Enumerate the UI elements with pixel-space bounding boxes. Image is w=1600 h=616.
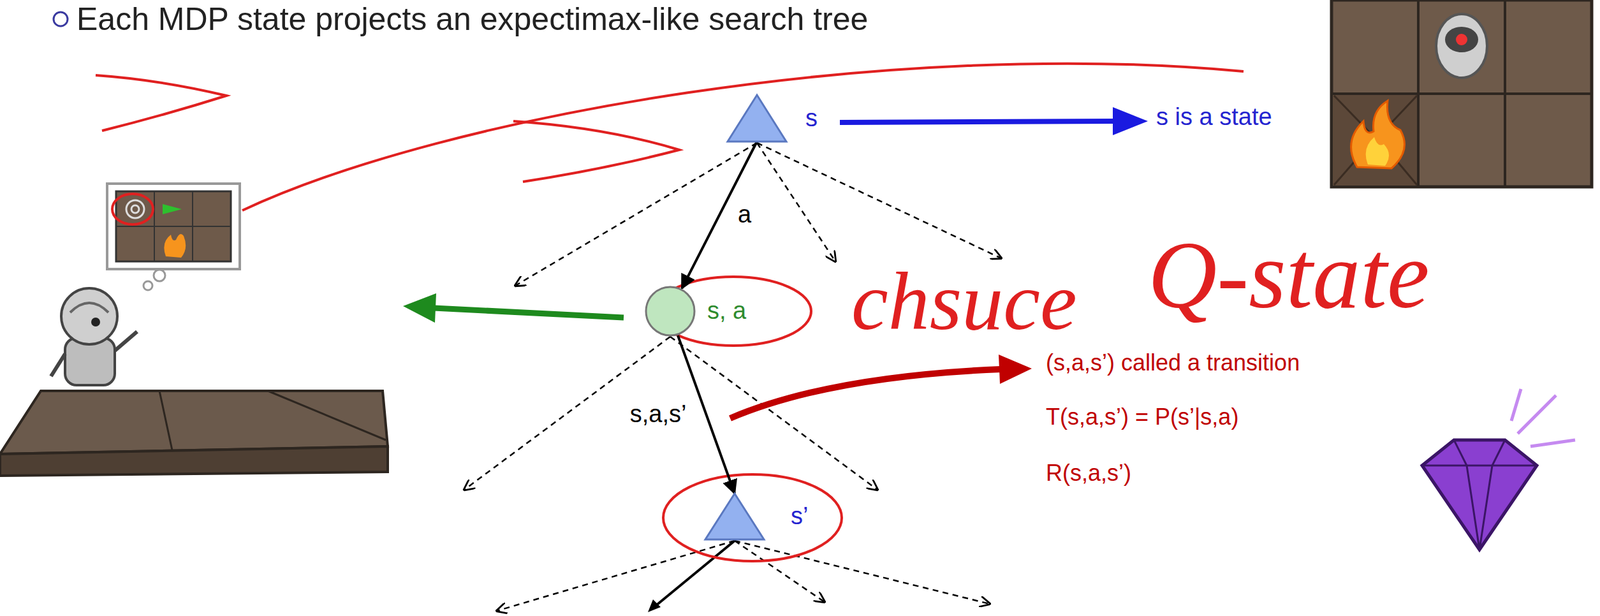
- grid-world: [1331, 0, 1592, 187]
- action-edge: [681, 141, 757, 289]
- node-shape: [727, 95, 787, 142]
- edge-label: s,a,s’: [628, 400, 689, 429]
- node-outline: [704, 492, 766, 541]
- dashed-branches: [464, 142, 1002, 611]
- blue-arrow: [839, 107, 1148, 136]
- bullet-text: Each MDP state projects an expectimax-li…: [76, 1, 868, 39]
- state-triangle: s: [726, 93, 788, 143]
- q-state-circle: s, a: [644, 285, 696, 337]
- handwritten-note: Q-state: [1147, 220, 1430, 331]
- node-shape: [705, 493, 764, 540]
- thought-bubble: [107, 183, 240, 291]
- reward-formula: R(s,a,s’): [1045, 459, 1132, 486]
- handwritten-note: chsuce: [851, 253, 1078, 350]
- red-annotations: [95, 63, 1244, 562]
- green-arrow: [403, 293, 624, 323]
- gem: [1422, 388, 1576, 550]
- node-label: s: [805, 104, 818, 133]
- node-outline: [644, 285, 696, 337]
- transition-note: (s,a,s’) called a transition: [1045, 349, 1300, 376]
- node-shape: [645, 286, 695, 336]
- edge-label: a: [735, 200, 754, 229]
- red-arrow: [730, 354, 1032, 419]
- node-label: s, a: [707, 297, 747, 326]
- node-outline: [726, 93, 788, 143]
- robot-on-ledge: [0, 288, 388, 476]
- transition-formula: T(s,a,s’) = P(s’|s,a): [1045, 403, 1239, 430]
- solid-branch: [647, 540, 735, 613]
- bullet: [53, 12, 68, 27]
- state-triangle: s’: [704, 492, 766, 541]
- node-label: s’: [790, 502, 808, 531]
- state-note: s is a state: [1156, 103, 1273, 132]
